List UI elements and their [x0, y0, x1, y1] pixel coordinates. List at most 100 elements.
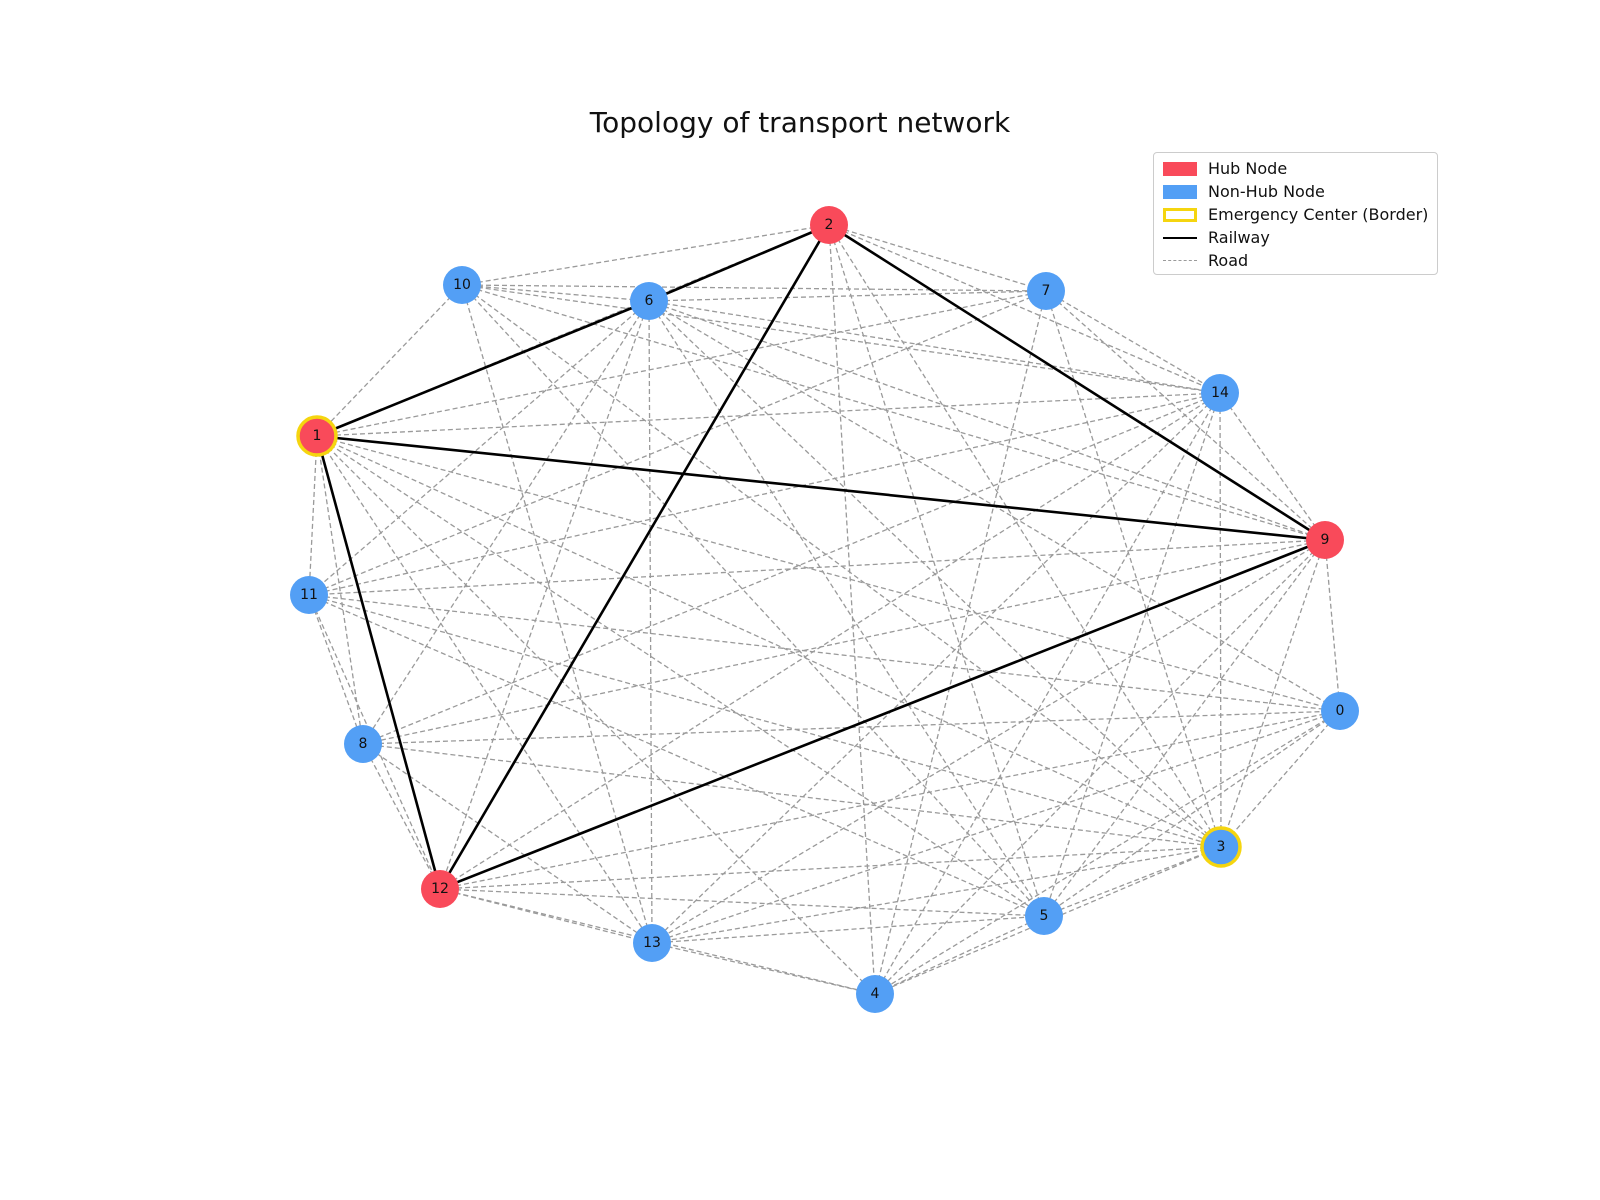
node-label-0: 0 [1336, 703, 1345, 719]
road-edge-9-11 [308, 539, 1326, 596]
road-edge-2-5 [828, 224, 1045, 917]
road-edge-14-8 [362, 392, 1221, 745]
road-edge-2-14 [828, 224, 1221, 394]
node-7: 7 [1027, 272, 1065, 310]
road-edge-14-11 [308, 392, 1221, 596]
road-edge-7-3 [1045, 290, 1222, 848]
node-14: 14 [1201, 374, 1239, 412]
node-label-12: 12 [431, 881, 449, 897]
road-edge-9-0 [1324, 539, 1341, 712]
node-0: 0 [1321, 692, 1359, 730]
road-edge-14-9 [1219, 392, 1326, 541]
road-edge-8-13 [362, 743, 653, 944]
road-edge-9-4 [874, 539, 1326, 995]
road-edge-10-13 [461, 284, 653, 944]
legend-label-hub: Hub Node [1208, 159, 1288, 178]
road-edge-6-5 [648, 300, 1045, 917]
node-9: 9 [1306, 521, 1344, 559]
road-edge-2-3 [828, 224, 1222, 848]
road-edge-6-13 [648, 300, 653, 944]
road-edge-10-1 [316, 284, 463, 437]
railway-edge-2-12 [438, 224, 831, 890]
road-edge-10-5 [461, 284, 1045, 917]
road-edge-9-13 [651, 539, 1326, 944]
road-edge-14-4 [874, 392, 1221, 995]
road-edge-6-12 [439, 300, 650, 890]
road-edge-10-2 [461, 224, 830, 286]
node-circle-2 [810, 206, 848, 244]
node-circle-13 [633, 924, 671, 962]
road-edge-9-3 [1220, 539, 1326, 848]
road-edge-13-4 [651, 942, 876, 995]
node-label-14: 14 [1211, 385, 1229, 401]
road-line-sample [1163, 260, 1197, 261]
node-circle-3 [1200, 826, 1242, 868]
road-edge-7-1 [316, 290, 1047, 437]
road-edge-1-11 [308, 435, 318, 596]
legend-label-non-hub: Non-Hub Node [1208, 182, 1325, 201]
node-6: 6 [630, 282, 668, 320]
road-edge-1-8 [316, 435, 364, 745]
road-edge-0-5 [1043, 710, 1341, 917]
road-edge-9-5 [1043, 539, 1326, 917]
node-label-5: 5 [1040, 908, 1049, 924]
road-edge-6-7 [648, 290, 1047, 302]
hub-swatch [1163, 162, 1197, 176]
node-circle-4 [856, 975, 894, 1013]
road-edge-10-14 [461, 284, 1221, 394]
legend-label-emergency: Emergency Center (Border) [1208, 205, 1429, 224]
node-circle-1 [296, 415, 338, 457]
legend-item-emergency: Emergency Center (Border) [1154, 204, 1437, 226]
road-edge-13-5 [651, 915, 1045, 944]
node-11: 11 [290, 576, 328, 614]
node-circle-10 [443, 266, 481, 304]
node-label-9: 9 [1321, 532, 1330, 548]
road-edge-7-11 [308, 290, 1047, 596]
road-edge-11-8 [308, 594, 364, 745]
node-8: 8 [344, 725, 382, 763]
road-edge-1-4 [316, 435, 876, 995]
legend-item-road: Road [1154, 250, 1437, 272]
graph-title: Topology of transport network [589, 106, 1011, 139]
legend-item-hub: Hub Node [1154, 158, 1437, 180]
road-edge-14-3 [1219, 392, 1222, 848]
road-edge-7-14 [1045, 290, 1221, 394]
railway-edge-1-6 [316, 299, 650, 438]
road-edge-2-7 [828, 224, 1047, 292]
road-edge-7-4 [874, 290, 1047, 995]
road-edge-1-3 [316, 435, 1222, 848]
road-edge-1-0 [316, 435, 1341, 712]
railway-line-sample [1163, 237, 1197, 239]
node-circle-14 [1201, 374, 1239, 412]
legend-item-railway: Railway [1154, 227, 1437, 249]
node-3: 3 [1200, 826, 1242, 868]
node-label-6: 6 [645, 293, 654, 309]
road-edge-3-13 [651, 846, 1222, 944]
node-circle-8 [344, 725, 382, 763]
node-circle-11 [290, 576, 328, 614]
node-label-4: 4 [871, 986, 880, 1002]
node-label-7: 7 [1042, 283, 1051, 299]
railway-edges [315, 223, 1326, 891]
legend-item-non-hub: Non-Hub Node [1154, 181, 1437, 203]
node-circle-0 [1321, 692, 1359, 730]
node-1: 1 [296, 415, 338, 457]
legend-label-road: Road [1208, 251, 1249, 270]
legend-label-railway: Railway [1208, 228, 1270, 247]
node-label-11: 11 [300, 587, 318, 603]
node-label-10: 10 [453, 277, 471, 293]
node-2: 2 [810, 206, 848, 244]
road-edge-3-12 [439, 846, 1222, 890]
railway-edge-2-9 [828, 223, 1326, 542]
road-edge-9-8 [362, 539, 1326, 745]
node-10: 10 [443, 266, 481, 304]
road-edge-14-1 [316, 392, 1221, 437]
road-edge-12-5 [439, 888, 1045, 917]
road-edge-11-3 [308, 594, 1222, 848]
node-circle-5 [1025, 897, 1063, 935]
road-edge-10-6 [461, 284, 650, 302]
road-edge-12-4 [439, 888, 876, 995]
road-edge-10-7 [461, 284, 1047, 292]
